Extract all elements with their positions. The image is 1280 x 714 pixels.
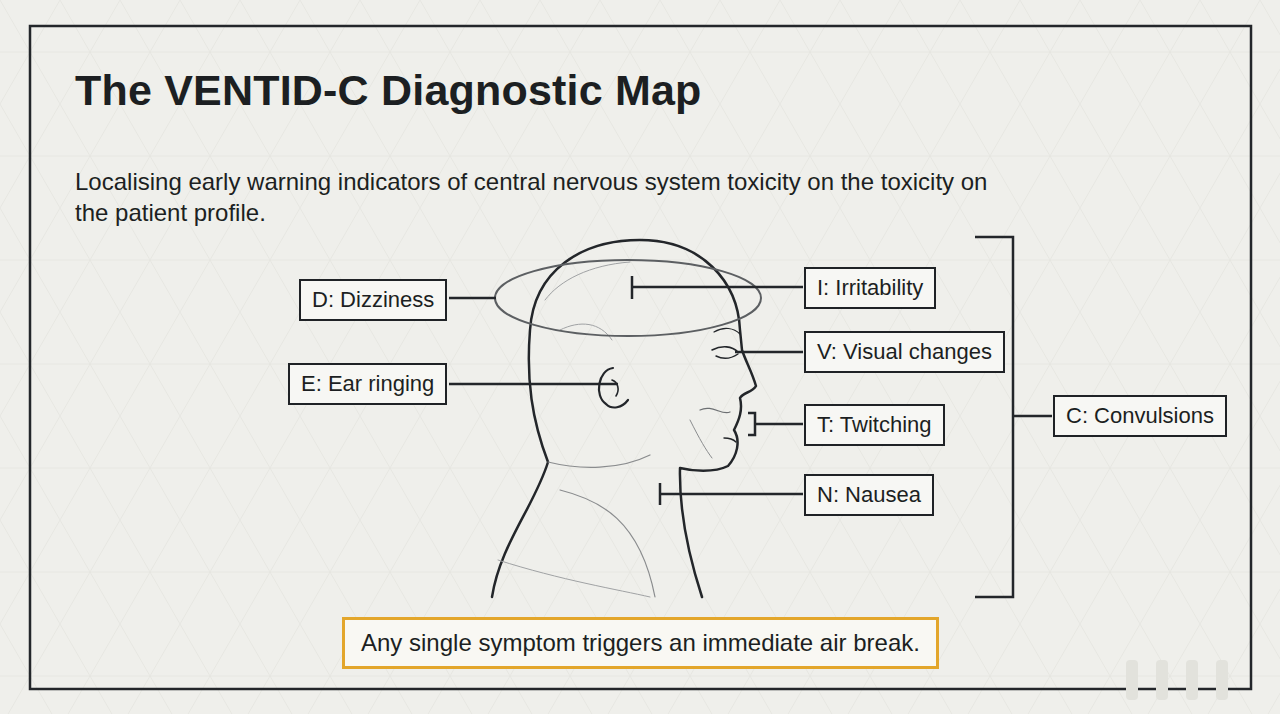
symptom-box: E: Ear ringing (288, 363, 447, 405)
corner-bars (1126, 660, 1228, 700)
box-label: C: Convulsions (1055, 397, 1225, 435)
symptom-box: T: Twitching (804, 404, 945, 446)
outcome-box: C: Convulsions (1053, 395, 1227, 437)
title: The VENTID-C Diagnostic Map (75, 66, 702, 115)
head-profile (492, 240, 756, 597)
grouping-bracket (975, 237, 1052, 597)
symptom-box: V: Visual changes (804, 331, 1005, 373)
subtitle: Localising early warning indicators of c… (75, 166, 1005, 228)
symptom-box: N: Nausea (804, 474, 934, 516)
box-label: I: Irritability (806, 269, 934, 307)
box-label: D: Dizziness (301, 281, 445, 319)
box-label: E: Ear ringing (290, 365, 445, 403)
box-label: V: Visual changes (806, 333, 1003, 371)
box-label: Any single symptom triggers an immediate… (345, 620, 936, 666)
box-label: N: Nausea (806, 476, 932, 514)
leader-lines (449, 276, 803, 505)
dizziness-halo (495, 260, 761, 336)
symptom-box: I: Irritability (804, 267, 936, 309)
box-label: T: Twitching (806, 406, 943, 444)
symptom-box: D: Dizziness (299, 279, 447, 321)
frame (30, 26, 1251, 689)
warning-note: Any single symptom triggers an immediate… (342, 617, 939, 669)
